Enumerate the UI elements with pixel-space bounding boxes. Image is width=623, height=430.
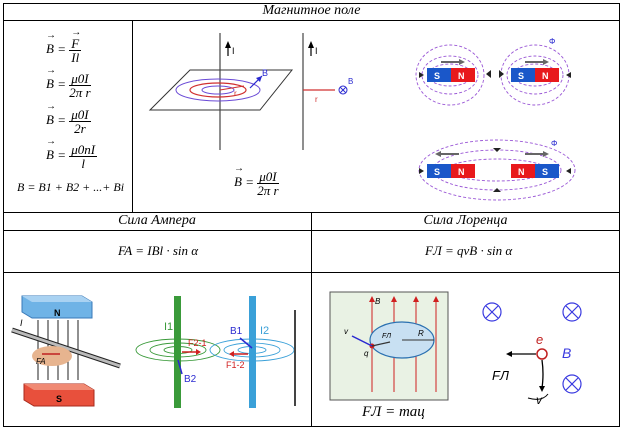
svg-text:I: I	[20, 318, 23, 328]
parallel-wires-diagram: I1 I2 F2-1 F1-2 B2 B1	[135, 296, 296, 408]
formula-b-superposition: B = B1 + B2 + ...+ Bi	[17, 180, 125, 194]
svg-text:Φ: Φ	[551, 139, 557, 148]
svg-text:R: R	[418, 329, 424, 338]
formula-ampere: FA = IBl · sin α	[118, 243, 199, 258]
svg-text:q: q	[364, 349, 369, 358]
divider	[132, 20, 133, 213]
svg-text:r: r	[315, 95, 318, 104]
svg-text:N: N	[458, 71, 465, 81]
svg-text:F1-2: F1-2	[226, 360, 245, 370]
formula-lorentz-accel: FЛ = maц	[362, 404, 425, 420]
svg-text:r: r	[234, 89, 237, 98]
svg-text:B1: B1	[230, 326, 243, 337]
svg-text:I: I	[232, 46, 235, 56]
formula-b-definition: B = FIl	[46, 26, 82, 64]
svg-text:F2-1: F2-1	[188, 338, 207, 348]
divider	[3, 272, 620, 273]
header-ampere-force: Сила Ампера	[118, 213, 196, 228]
svg-text:e: e	[536, 332, 543, 347]
svg-text:v: v	[344, 327, 349, 336]
header-lorentz-force: Сила Лоренца	[423, 213, 508, 228]
svg-text:B: B	[562, 345, 571, 361]
svg-text:S: S	[56, 394, 62, 404]
divider	[3, 230, 620, 231]
svg-text:S: S	[542, 167, 548, 177]
svg-text:I2: I2	[260, 325, 269, 337]
formula-lorentz: FЛ = qvB · sin α	[425, 243, 513, 258]
svg-text:N: N	[518, 167, 525, 177]
svg-text:N: N	[542, 71, 549, 81]
electron-force-diagram: e B FЛ v	[482, 302, 582, 407]
svg-text:FA: FA	[36, 357, 46, 366]
divider	[311, 212, 312, 427]
svg-text:FЛ: FЛ	[382, 333, 391, 340]
circular-motion-diagram: B R v FЛ q	[329, 291, 449, 401]
divider	[3, 20, 620, 21]
svg-text:B: B	[375, 297, 381, 306]
svg-text:S: S	[518, 71, 524, 81]
svg-text:S: S	[434, 71, 440, 81]
svg-text:v: v	[536, 393, 543, 407]
svg-text:FЛ: FЛ	[492, 368, 509, 383]
svg-text:Φ: Φ	[549, 37, 555, 46]
svg-text:N: N	[458, 167, 465, 177]
ampere-magnet-diagram: N S I FA	[11, 295, 121, 407]
svg-text:N: N	[54, 308, 61, 318]
svg-text:B2: B2	[184, 374, 197, 385]
svg-text:B: B	[348, 77, 353, 86]
loop-field-diagram: I r B	[148, 33, 294, 150]
header-magnetic-field: Магнитное поле	[262, 3, 361, 18]
svg-text:S: S	[434, 167, 440, 177]
svg-text:B: B	[262, 68, 268, 78]
straight-wire-diagram: I r B	[302, 33, 353, 150]
svg-text:I: I	[315, 46, 318, 56]
svg-text:I1: I1	[164, 321, 173, 333]
magnet-field-diagram: Φ Φ S N S N S N N S	[415, 37, 576, 201]
